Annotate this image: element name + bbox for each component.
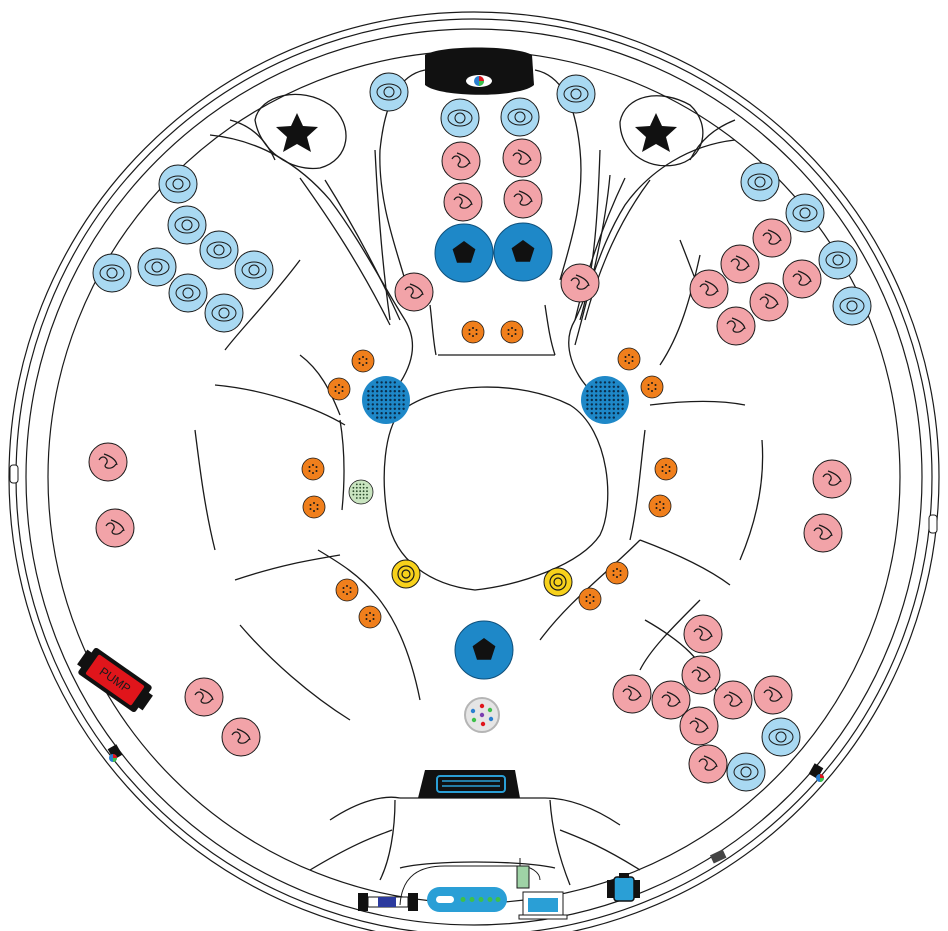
star-icon-left xyxy=(276,113,318,152)
shell-connector xyxy=(709,849,727,864)
led-light xyxy=(464,697,500,733)
pump: PUMP xyxy=(77,647,153,713)
shell-light-right xyxy=(808,763,824,782)
control-box xyxy=(516,858,568,920)
suction-grille-left xyxy=(362,376,410,424)
suction-grille-right xyxy=(581,376,629,424)
star-icon-right xyxy=(635,113,677,152)
big-jets xyxy=(434,222,553,680)
waterfall xyxy=(418,770,520,798)
filter-fitting xyxy=(348,479,374,505)
blower xyxy=(607,873,640,902)
heater xyxy=(358,893,418,911)
shell-light-left xyxy=(107,744,123,762)
headrest-pillow xyxy=(425,47,534,95)
small-jets xyxy=(301,320,678,629)
diverter-valves xyxy=(391,559,573,597)
control-panel xyxy=(399,865,541,912)
